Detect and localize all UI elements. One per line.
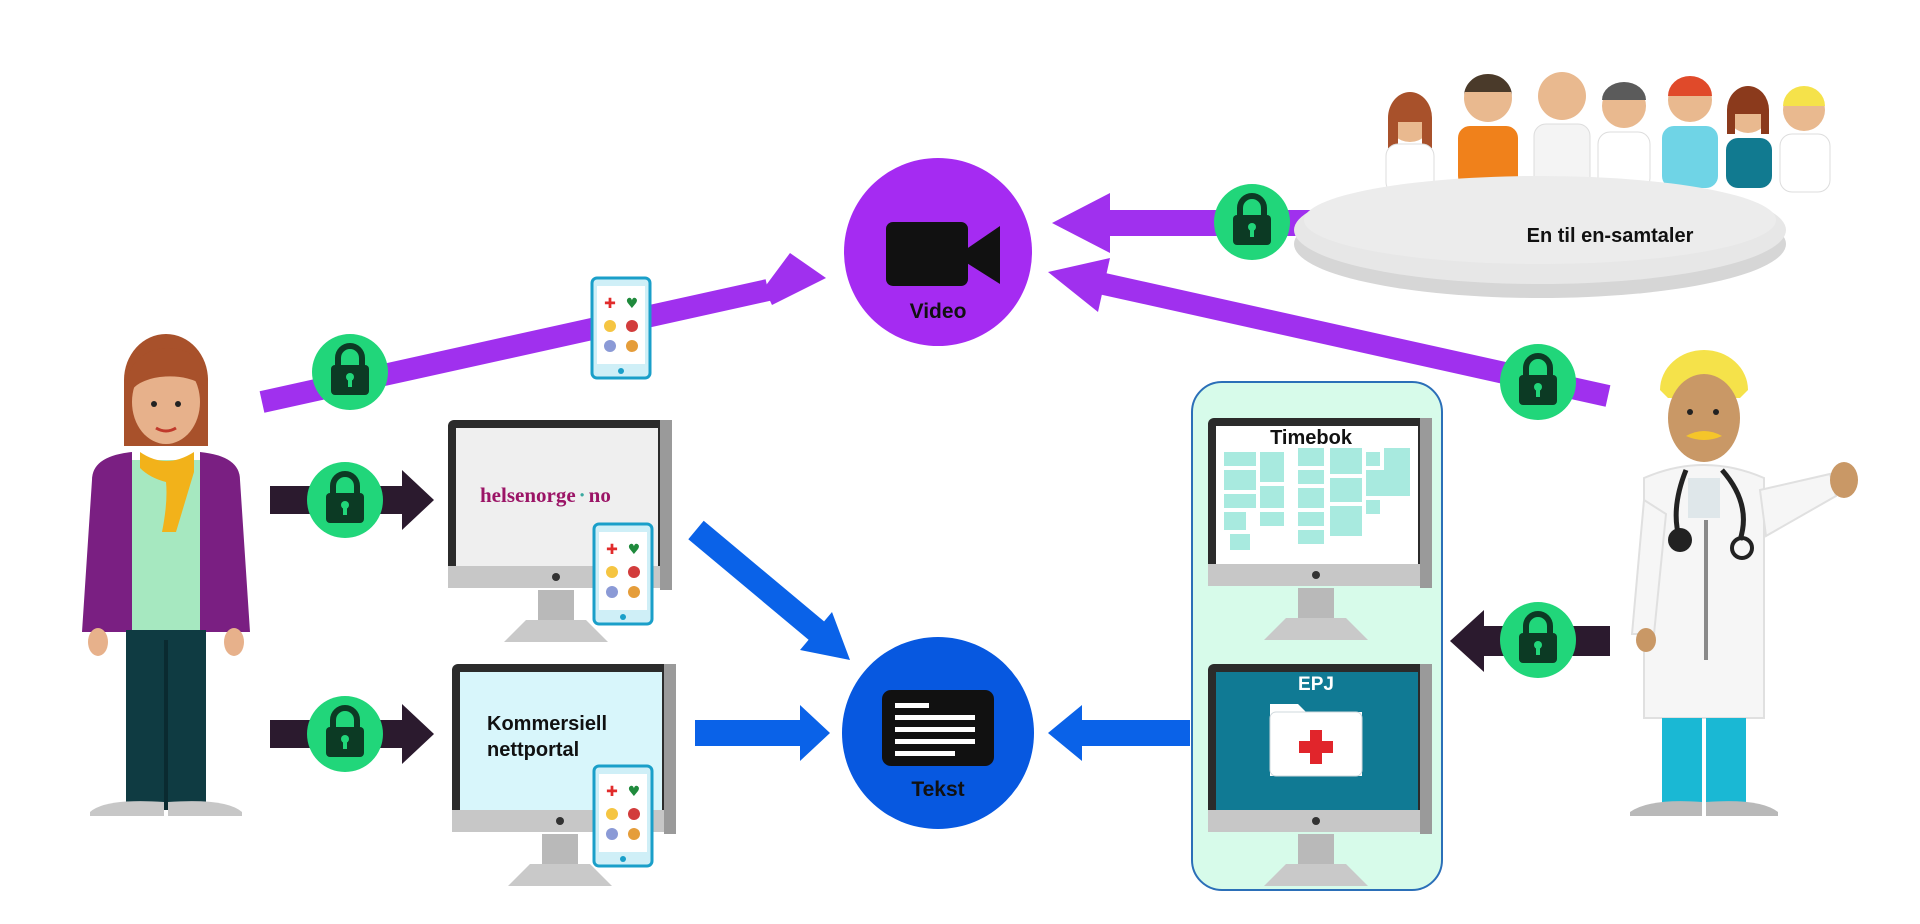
medical-folder-icon [1269,704,1363,777]
meeting-table-group: En til en-samtaler [1294,72,1831,298]
helsenorge-to-tekst-arrow [688,520,850,660]
kommersiell-line1: Kommersiell [487,713,607,735]
tekst-label: Tekst [911,778,964,801]
lock-icon [1500,602,1576,678]
epj-label: EPJ [1298,674,1334,695]
lock-icon [312,334,388,410]
patient-figure [82,334,250,816]
doctor-figure [1630,350,1858,816]
clinical-systems-panel: Timebok [1191,381,1443,891]
mobile-phone-icon [592,522,654,626]
lock-icon [1500,344,1576,420]
epj-monitor: EPJ [1208,664,1432,886]
text-document-icon [882,690,994,766]
video-node: Video [844,158,1032,346]
video-label: Video [910,300,967,323]
video-camera-icon [886,222,1000,286]
kommersiell-to-tekst-arrow [695,705,830,761]
en-til-en-label: En til en-samtaler [1527,225,1694,247]
mobile-phone-icon [592,764,654,868]
helsenorge-brand: helsenorge·no [480,483,611,507]
timebok-label: Timebok [1270,427,1353,449]
lock-icon [1214,184,1290,260]
lock-icon [307,696,383,772]
mobile-phone-icon [590,276,652,380]
kommersiell-line2: nettportal [487,739,579,761]
timebok-monitor: Timebok [1208,418,1432,640]
tekst-node: Tekst [842,637,1034,829]
lock-icon [307,462,383,538]
calendar-grid [1224,448,1410,550]
systems-to-tekst-arrow [1048,705,1190,761]
